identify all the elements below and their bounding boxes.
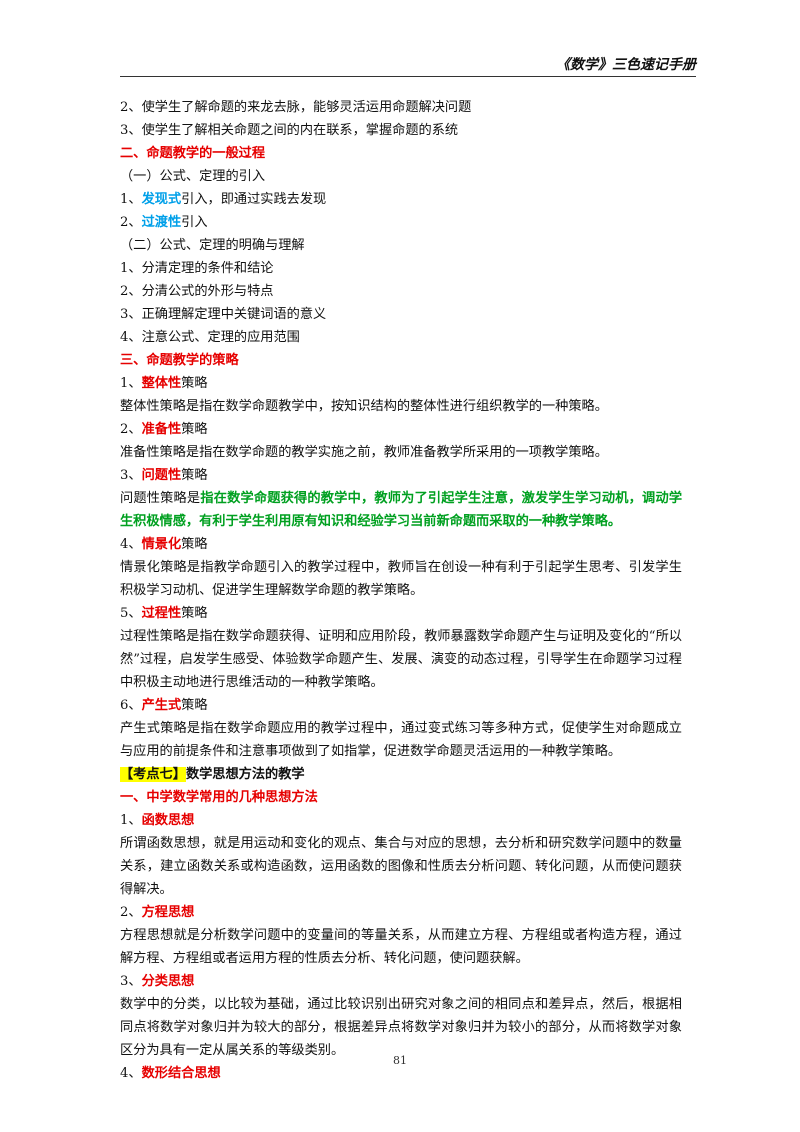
method-heading: 3、分类思想 bbox=[120, 974, 195, 989]
page-content: 2、使学生了解命题的来龙去脉，能够灵活运用命题解决问题 3、使学生了解相关命题之… bbox=[120, 96, 682, 1085]
keyword: 准备性 bbox=[141, 422, 182, 437]
header-title: 《数学》三色速记手册 bbox=[556, 57, 696, 73]
method-heading: 4、数形结合思想 bbox=[120, 1066, 221, 1081]
strategy-heading: 5、过程性策略 bbox=[120, 606, 208, 621]
text-line: 2、分清公式的外形与特点 bbox=[120, 284, 274, 299]
page-number: 81 bbox=[393, 1054, 407, 1067]
keyword: 发现式 bbox=[141, 192, 182, 207]
paragraph: 过程性策略是指在数学命题获得、证明和应用阶段，教师暴露数学命题产生与证明及变化的… bbox=[120, 629, 682, 690]
strategy-heading: 3、问题性策略 bbox=[120, 468, 208, 483]
subsection-heading: （一）公式、定理的引入 bbox=[120, 169, 266, 184]
method-heading: 2、方程思想 bbox=[120, 905, 195, 920]
strategy-heading: 2、准备性策略 bbox=[120, 422, 208, 437]
paragraph: 整体性策略是指在数学命题教学中，按知识结构的整体性进行组织教学的一种策略。 bbox=[120, 399, 608, 414]
section-heading: 二、命题教学的一般过程 bbox=[120, 146, 266, 161]
paragraph: 方程思想就是分析数学问题中的变量间的等量关系，从而建立方程、方程组或者构造方程，… bbox=[120, 928, 682, 966]
paragraph: 准备性策略是指在数学命题的教学实施之前，教师准备教学所采用的一项教学策略。 bbox=[120, 445, 608, 460]
keyword: 方程思想 bbox=[141, 905, 195, 920]
keyword: 数形结合思想 bbox=[141, 1066, 221, 1081]
text-line: 2、使学生了解命题的来龙去脉，能够灵活运用命题解决问题 bbox=[120, 100, 472, 115]
text-line: 4、注意公式、定理的应用范围 bbox=[120, 330, 300, 345]
paragraph: 数学中的分类，以比较为基础，通过比较识别出研究对象之间的相同点和差异点，然后，根… bbox=[120, 997, 682, 1058]
keyword: 产生式 bbox=[141, 698, 182, 713]
keyword: 整体性 bbox=[141, 376, 182, 391]
header-rule bbox=[120, 76, 696, 77]
topic-badge: 【考点七】 bbox=[120, 767, 186, 782]
method-heading: 1、函数思想 bbox=[120, 813, 195, 828]
keyword: 过渡性 bbox=[141, 215, 182, 230]
paragraph: 所谓函数思想，就是用运动和变化的观点、集合与对应的思想，去分析和研究数学问题中的… bbox=[120, 836, 682, 897]
keyword: 情景化 bbox=[141, 537, 182, 552]
text-line: 1、发现式引入，即通过实践去发现 bbox=[120, 192, 327, 207]
text-line: 2、过渡性引入 bbox=[120, 215, 208, 230]
strategy-heading: 1、整体性策略 bbox=[120, 376, 208, 391]
strategy-heading: 6、产生式策略 bbox=[120, 698, 208, 713]
keyword: 函数思想 bbox=[141, 813, 195, 828]
subsection-heading: （二）公式、定理的明确与理解 bbox=[120, 238, 305, 253]
keyword: 问题性 bbox=[141, 468, 182, 483]
section-heading: 三、命题教学的策略 bbox=[120, 353, 239, 368]
paragraph: 问题性策略是指在数学命题获得的教学中，教师为了引起学生注意，激发学生学习动机，调… bbox=[120, 491, 683, 529]
keyword: 分类思想 bbox=[141, 974, 195, 989]
topic-heading: 【考点七】数学思想方法的教学 bbox=[120, 767, 305, 782]
strategy-heading: 4、情景化策略 bbox=[120, 537, 208, 552]
text-line: 3、使学生了解相关命题之间的内在联系，掌握命题的系统 bbox=[120, 123, 459, 138]
paragraph: 产生式策略是指在数学命题应用的教学过程中，通过变式练习等多种方式，促使学生对命题… bbox=[120, 721, 682, 759]
text-line: 3、正确理解定理中关键词语的意义 bbox=[120, 307, 327, 322]
keyword: 过程性 bbox=[141, 606, 182, 621]
text-line: 1、分清定理的条件和结论 bbox=[120, 261, 274, 276]
section-heading: 一、中学数学常用的几种思想方法 bbox=[120, 790, 318, 805]
paragraph: 情景化策略是指教学命题引入的教学过程中，教师旨在创设一种有利于引起学生思考、引发… bbox=[120, 560, 682, 598]
highlighted-text: 指在数学命题获得的教学中，教师为了引起学生注意，激发学生学习动机，调动学生积极情… bbox=[120, 491, 683, 529]
